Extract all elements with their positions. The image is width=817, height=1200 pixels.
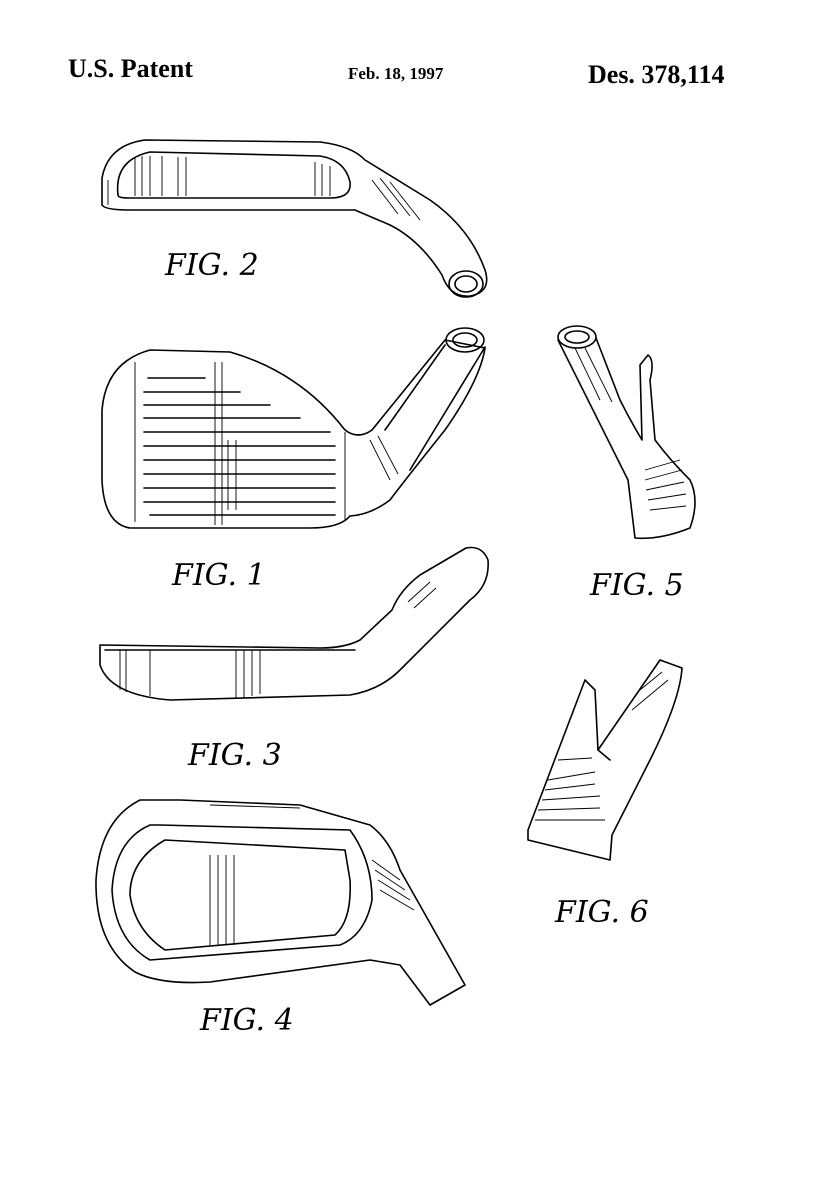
fig2-label: FIG. 2 xyxy=(164,248,259,283)
patent-number: Des. 378,114 xyxy=(588,60,725,89)
fig4-drawing xyxy=(95,799,466,1006)
fig5-label: FIG. 5 xyxy=(589,568,684,603)
fig4-label: FIG. 4 xyxy=(199,1003,294,1038)
fig2-drawing xyxy=(101,139,488,298)
fig5-drawing xyxy=(557,325,696,540)
fig3-label: FIG. 3 xyxy=(187,738,282,773)
fig1-drawing xyxy=(101,327,486,529)
patent-office-label: U.S. Patent xyxy=(68,54,193,83)
fig3-drawing xyxy=(99,546,489,701)
patent-date: Feb. 18, 1997 xyxy=(348,64,444,83)
fig6-drawing xyxy=(527,659,683,861)
fig1-label: FIG. 1 xyxy=(171,558,266,593)
fig6-label: FIG. 6 xyxy=(554,895,649,930)
